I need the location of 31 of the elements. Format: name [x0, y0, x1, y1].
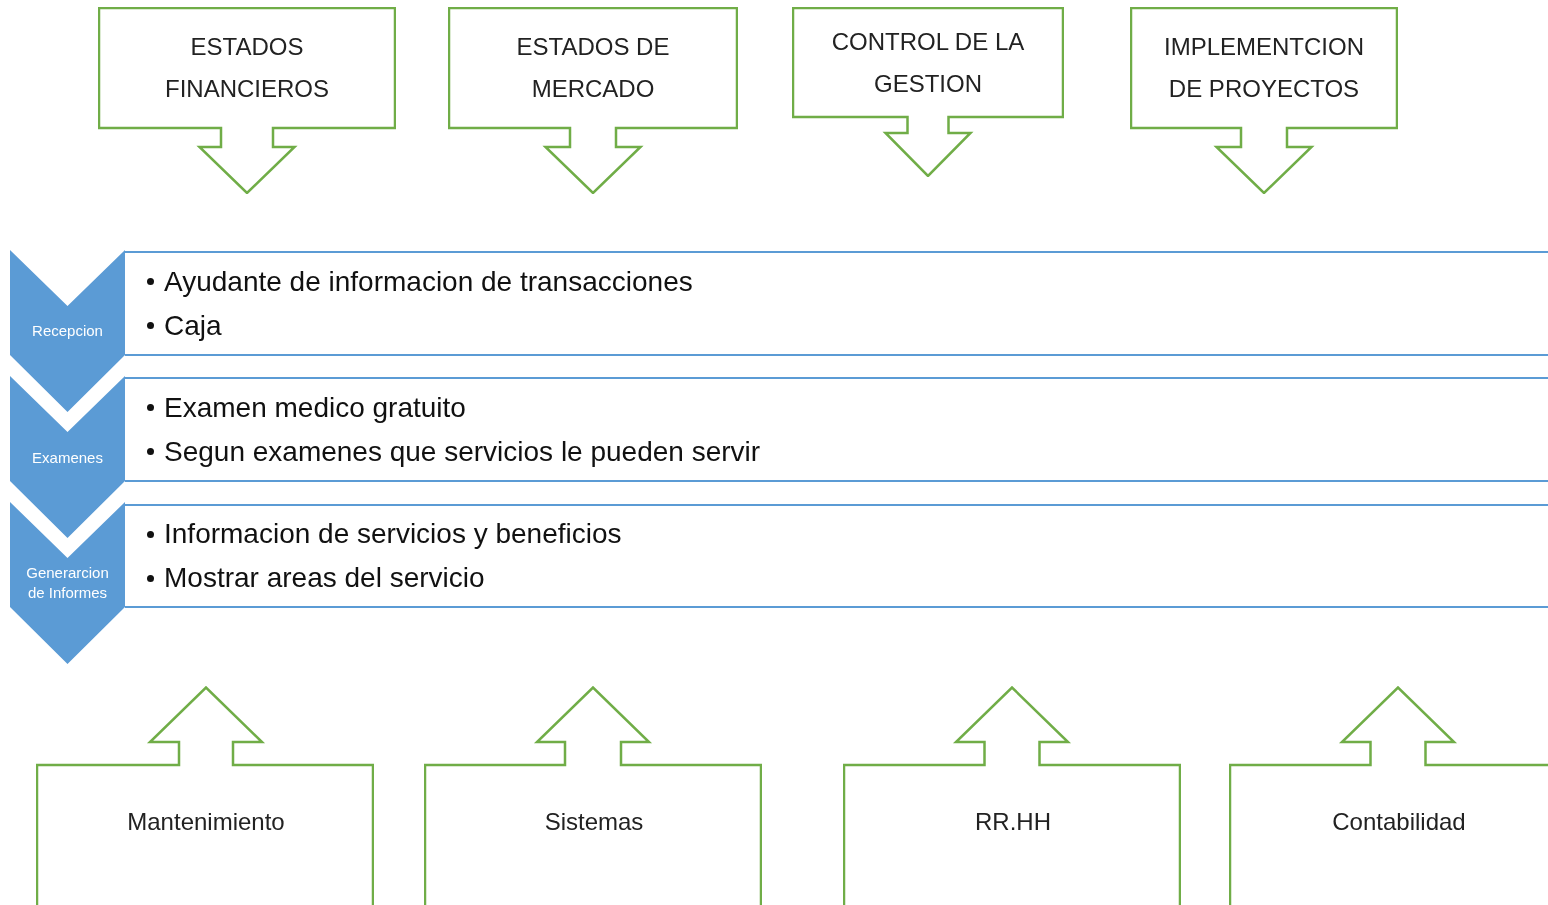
chevron-shape: [10, 502, 125, 664]
up-arrow-callout: [1229, 686, 1548, 905]
down-arrow-callout: [98, 7, 396, 194]
callout-label: ESTADOS DE MERCADO: [515, 32, 671, 104]
bullet-item: Segun examenes que servicios le pueden servir: [164, 434, 761, 469]
bullet-item: Caja: [164, 308, 222, 343]
bullet-item: Mostrar areas del servicio: [164, 561, 485, 595]
bullet-item: Informacion de servicios y beneficios: [164, 517, 622, 551]
callout-label: RR.HH: [975, 807, 1051, 837]
chevron-shape: [10, 376, 125, 538]
bullet-item: Examen medico gratuito: [164, 390, 466, 425]
up-arrow-callout: [36, 686, 374, 905]
down-arrow-callout: [1130, 7, 1398, 194]
callout-label: Sistemas: [544, 807, 644, 837]
bullet-band: [125, 251, 1548, 356]
callout-label: ESTADOS FINANCIEROS: [164, 32, 330, 104]
callout-label: CONTROL DE LA GESTION: [830, 26, 1026, 99]
step-label: Examenes: [31, 448, 104, 468]
down-arrow-callout: [448, 7, 738, 194]
down-arrow-callout: [792, 7, 1064, 177]
up-arrow-callout: [843, 686, 1181, 905]
up-arrow-callout: [424, 686, 762, 905]
bullet-band: [125, 504, 1548, 608]
step-label: Generarcion de Informes: [25, 563, 110, 603]
callout-label: IMPLEMENTCION DE PROYECTOS: [1163, 32, 1365, 104]
bullet-band: [125, 377, 1548, 482]
step-label: Recepcion: [31, 321, 104, 341]
bullet-item: Ayudante de informacion de transacciones: [164, 264, 693, 299]
chevron-shape: [10, 250, 125, 412]
callout-label: Contabilidad: [1332, 807, 1466, 837]
callout-label: Mantenimiento: [127, 807, 285, 837]
